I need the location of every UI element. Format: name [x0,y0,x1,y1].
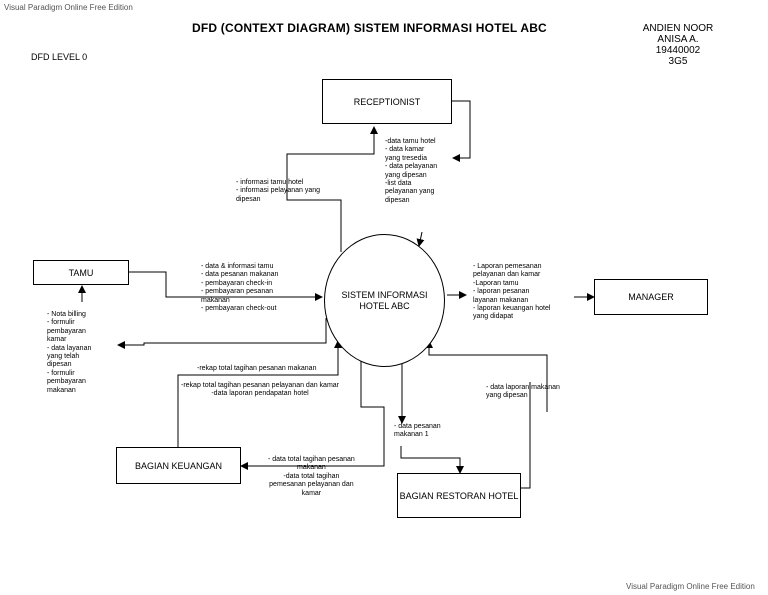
flow-text: - formulir [47,319,75,327]
process-sistem-informasi: SISTEM INFORMASI HOTEL ABC [324,234,445,367]
flow-text: makanan [297,464,326,472]
process-label-line1: SISTEM INFORMASI [341,289,428,300]
flow-text: yang telah [47,353,80,361]
flow-text: makanan [201,296,230,304]
flow-text: layanan makanan [473,296,529,304]
flow-text: - laporan keuangan hotel [473,305,551,313]
flow-text: dipesan [47,361,72,369]
flow-from-receptionist [451,100,471,162]
flow-text: - data kamar [385,146,425,154]
flow-text: - data total tagihan pesanan [268,456,355,463]
flow-text: makanan 1 [394,431,429,439]
flow-from-keuangan [177,340,342,447]
flow-label-to-restoran: - data pesanan makanan 1 [394,423,441,440]
flow-text: - data laporan makanan [486,384,560,391]
flow-text: - Nota billing [47,311,86,318]
flow-text: -list data [385,180,412,188]
flow-text: - informasi pelayanan yang [236,187,321,195]
flow-text: -data total tagihan [283,472,340,480]
flow-text: yang dipesan [486,392,528,400]
flow-text: - pembayaran pesanan [201,288,273,296]
flow-text: - data pesanan [394,423,441,430]
flow-to-tamu [117,318,327,349]
flow-text: -data tamu hotel [385,138,436,145]
flow-text: dipesan [385,196,410,204]
author-class: 3G5 [668,56,688,67]
flow-receptionist-arrow [416,231,425,247]
flow-text: pelayanan yang [385,188,435,196]
flow-text: - pembayaran check-out [201,305,277,313]
flow-text: - data pesanan makanan [201,271,279,279]
flow-text: -rekap total tagihan pesanan makanan [197,365,317,372]
author-nim: 19440002 [655,45,701,56]
flow-label-to-tamu: - Nota billing - formulir pembayaran kam… [47,311,91,395]
author-name: ANDIEN NOOR ANISA A. [642,23,714,45]
flow-text: - laporan pesanan [473,288,530,296]
flow-text: - formulir [47,369,75,377]
flow-label-to-keuangan: - data total tagihan pesanan makanan -da… [268,456,355,498]
flow-to-restoran-2 [400,446,464,474]
flow-text: dipesan [236,195,261,203]
flow-text: yang didapat [473,313,514,321]
author-block: ANDIEN NOOR ANISA A. 19440002 3G5 [630,23,726,67]
flow-text: makanan [47,386,76,394]
flow-text: pembayaran [47,378,86,386]
flow-text: - Laporan pemesanan [473,263,542,270]
flow-label-from-tamu: - data & informasi tamu - data pesanan m… [201,263,278,313]
entity-bagian-restoran: BAGIAN RESTORAN HOTEL [397,473,521,518]
process-label-line2: HOTEL ABC [359,300,410,311]
flow-text: pelayanan dan kamar [473,271,541,279]
flow-to-keuangan [240,356,385,470]
watermark-bottom: Visual Paradigm Online Free Edition [626,582,755,591]
flow-label-from-receptionist: -data tamu hotel - data kamar yang trese… [385,138,437,205]
flow-label-to-receptionist: - informasi tamu hotel - informasi pelay… [236,179,320,204]
entity-manager: MANAGER [594,279,708,315]
flow-from-restoran-2 [425,340,548,412]
flow-to-receptionist [286,126,378,252]
flow-label-from-keuangan: -rekap total tagihan pesanan makanan [197,365,316,373]
flow-text: kamar [47,336,67,344]
flow-text: -data laporan pendapatan hotel [211,390,309,398]
flow-text: -rekap total tagihan pesanan pelayanan d… [181,382,339,389]
flow-text: -Laporan tamu [473,279,519,287]
flow-from-tamu [129,271,323,301]
flow-text: - data & informasi tamu [201,263,274,270]
flow-text: yang tresedia [385,154,428,162]
flow-text: yang dipesan [385,171,427,179]
diagram-title: DFD (CONTEXT DIAGRAM) SISTEM INFORMASI H… [192,21,547,35]
flow-text: - data pelayanan [385,163,438,171]
flow-text: - informasi tamu hotel [236,179,304,186]
entity-tamu: TAMU [33,260,129,285]
flow-from-restoran [520,382,531,489]
flow-text: - data layanan [47,344,92,352]
entity-bagian-keuangan: BAGIAN KEUANGAN [116,447,241,484]
flow-text: pembayaran [47,327,86,335]
flow-label-from-restoran: - data laporan makanan yang dipesan [486,384,560,401]
flow-label-from-keuangan-2: -rekap total tagihan pesanan pelayanan d… [181,382,339,399]
flow-text: - pembayaran check-in [201,279,273,287]
flow-text: pemesanan pelayanan dan [269,481,354,489]
entity-receptionist: RECEPTIONIST [322,79,452,124]
flow-label-to-manager: - Laporan pemesanan pelayanan dan kamar … [473,263,550,322]
dfd-level-label: DFD LEVEL 0 [31,52,88,62]
watermark-top: Visual Paradigm Online Free Edition [4,3,133,12]
flow-text: kamar [301,489,322,497]
